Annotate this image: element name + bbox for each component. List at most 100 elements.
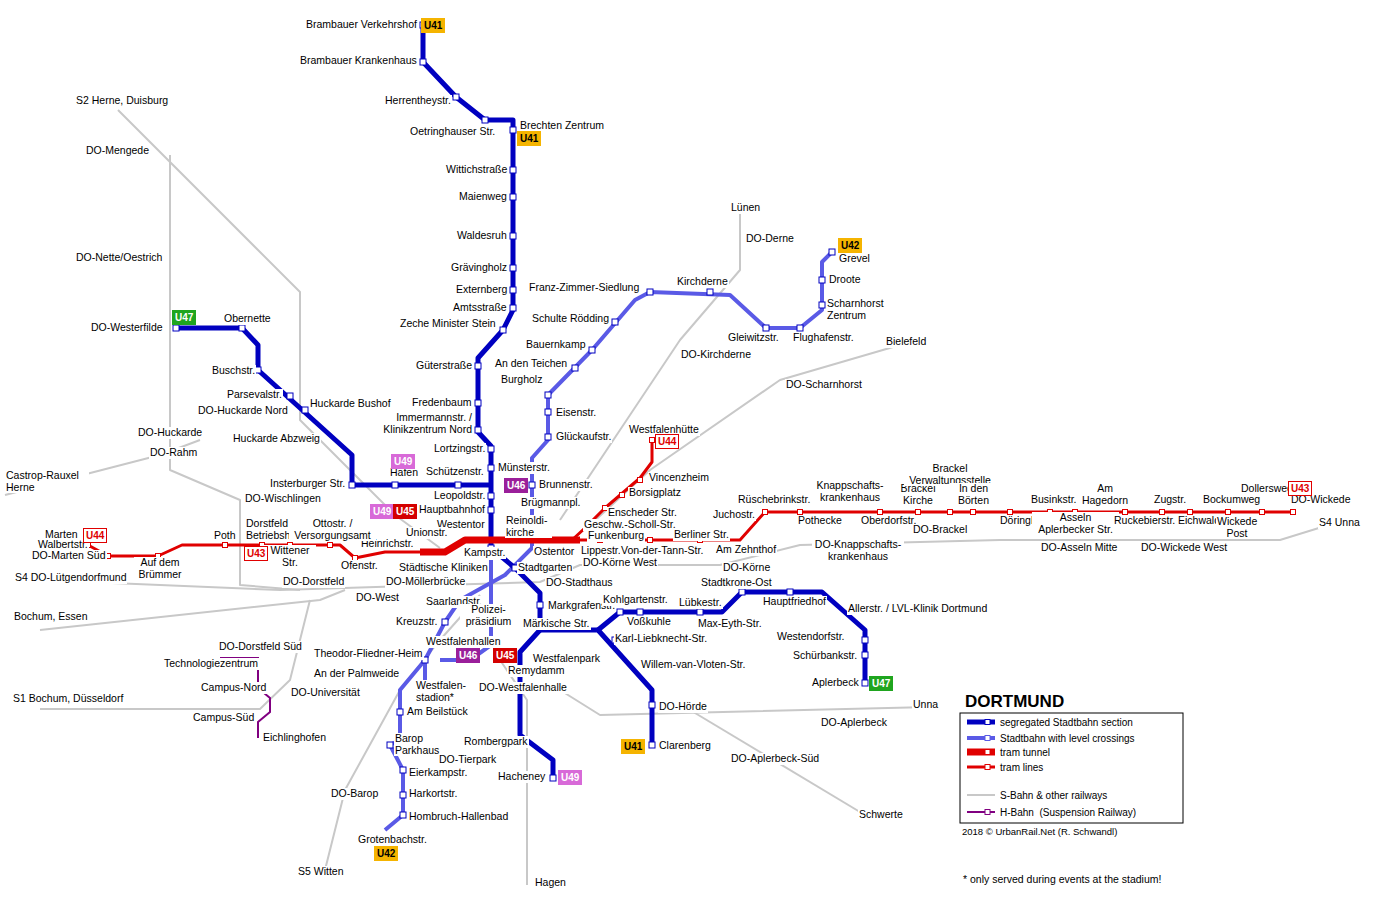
station-label: Brambauer Krankenhaus — [299, 55, 418, 67]
station-marker — [697, 609, 703, 615]
station-label: Poth — [213, 530, 237, 542]
station-label: Auf dem Brümmer — [134, 557, 186, 580]
station-label: DO-Marten Süd — [31, 550, 107, 562]
station-label: Ofenstr. — [340, 560, 379, 572]
line-number: U46 — [459, 650, 477, 661]
station-marker — [173, 325, 179, 331]
station-label: Eisenstr. — [555, 407, 597, 419]
station-marker — [392, 482, 398, 488]
station-marker — [649, 742, 655, 748]
stadtbahn-line — [385, 252, 832, 830]
station-label: Campus-Nord — [200, 682, 267, 694]
station-marker — [1291, 510, 1296, 515]
station-label: Bockumweg — [1202, 494, 1261, 506]
station-label: DO-Huckarde Nord — [197, 405, 289, 417]
station-label: Kreuzstr. — [395, 616, 438, 628]
station-label: Westfalenpark — [532, 653, 601, 665]
station-label: Berliner Str. — [673, 529, 730, 541]
station-label: Borsigplatz — [628, 487, 682, 499]
station-markers — [86, 22, 1296, 818]
station-label: Zeche Minister Stein — [399, 318, 497, 330]
station-label: DO-Brackel — [912, 524, 968, 536]
station-label: DO-Stadthaus — [545, 577, 614, 589]
line-number: U49 — [561, 772, 579, 783]
station-label: Stadtgarten — [517, 562, 573, 574]
station-marker — [819, 302, 825, 308]
station-label: DO-Wischlingen — [244, 493, 322, 505]
station-marker — [442, 619, 448, 625]
station-marker — [763, 325, 769, 331]
station-label: S5 Witten — [297, 866, 345, 878]
station-label: Kampstr. — [463, 547, 506, 559]
station-marker — [550, 775, 556, 781]
station-marker — [819, 277, 825, 283]
station-label: Bochum, Essen — [13, 611, 89, 623]
station-marker — [397, 709, 403, 715]
station-label: DO-Dorstfeld Süd — [218, 641, 303, 653]
legend-text: tram tunnel — [1000, 747, 1050, 758]
station-label: Am Beilstück — [406, 706, 469, 718]
station-marker — [862, 652, 868, 658]
station-label: Hacheney — [497, 771, 546, 783]
station-label: Hauptfriedhof — [762, 596, 827, 608]
line-badge: U41 — [517, 131, 541, 146]
station-label: Geschw.-Scholl-Str. — [583, 519, 677, 531]
s-bahn-line — [560, 690, 930, 715]
station-label: Leopoldstr. — [433, 490, 486, 502]
station-marker — [475, 363, 481, 369]
station-marker — [223, 543, 228, 548]
station-marker — [510, 233, 516, 239]
station-label: DO-Knappschafts- krankenhaus — [812, 539, 904, 562]
station-label: Rüschebrinkstr. — [737, 494, 811, 506]
station-marker — [589, 347, 595, 353]
stadtbahn-line — [598, 592, 865, 683]
station-label: Burgholz — [500, 374, 543, 386]
station-marker — [239, 325, 245, 331]
station-marker — [829, 249, 835, 255]
s-bahn-line — [560, 210, 740, 520]
station-label: Asseln Aplerbecker Str. — [1032, 512, 1119, 535]
legend-station — [985, 720, 990, 725]
station-marker — [475, 400, 481, 406]
station-label: Lünen — [730, 202, 761, 214]
line-badge: U49 — [558, 770, 582, 785]
station-label: Hombruch-Hallenbad — [408, 811, 509, 823]
station-label: Vincenzheim — [648, 472, 710, 484]
legend-station — [985, 765, 990, 770]
station-label: Max-Eyth-Str. — [697, 618, 763, 630]
station-label: Eierkampstr. — [408, 767, 468, 779]
station-marker — [878, 510, 883, 515]
station-marker — [510, 265, 516, 271]
legend-text: segregated Stadtbahn section — [1000, 717, 1133, 728]
station-marker — [420, 59, 426, 65]
line-number: U47 — [872, 678, 890, 689]
legend-station — [985, 810, 990, 815]
station-label: Fredenbaum — [411, 397, 473, 409]
station-label: Campus-Süd — [192, 712, 255, 724]
station-label: Allerstr. / LVL-Klinik Dortmund — [847, 603, 988, 615]
station-label: Stadtkrone-Ost — [700, 577, 773, 589]
line-badge: U45 — [493, 648, 517, 663]
station-marker — [638, 478, 643, 483]
station-label: DO-Westfalenhalle — [478, 682, 568, 694]
line-number: U41 — [624, 741, 642, 752]
station-label: DO-Möllerbrücke — [385, 576, 466, 588]
station-label: Willem-van-Vloten-Str. — [640, 659, 746, 671]
station-label: Am Zehnthof — [715, 544, 777, 556]
station-label: An der Palmweide — [313, 668, 400, 680]
station-label: Schulte Rödding — [531, 313, 610, 325]
station-label: Kohlgartenstr. — [602, 594, 669, 606]
station-marker — [302, 407, 308, 413]
station-label: DO-Hörde — [658, 701, 708, 713]
map-credit: 2018 © UrbanRail.Net (R. Schwandl) — [962, 826, 1117, 837]
station-marker — [510, 305, 516, 311]
station-label: Waldesruh — [456, 230, 508, 242]
station-label: Lippestr. — [580, 545, 622, 557]
line-badge: U44 — [655, 434, 679, 449]
s-bahn-line — [5, 440, 200, 495]
station-label: Brambauer Verkehrshof — [305, 19, 418, 31]
station-label: DO-Körne — [722, 562, 771, 574]
line-number: U41 — [520, 133, 538, 144]
station-label: Güterstraße — [415, 360, 473, 372]
legend-sample — [967, 794, 995, 796]
